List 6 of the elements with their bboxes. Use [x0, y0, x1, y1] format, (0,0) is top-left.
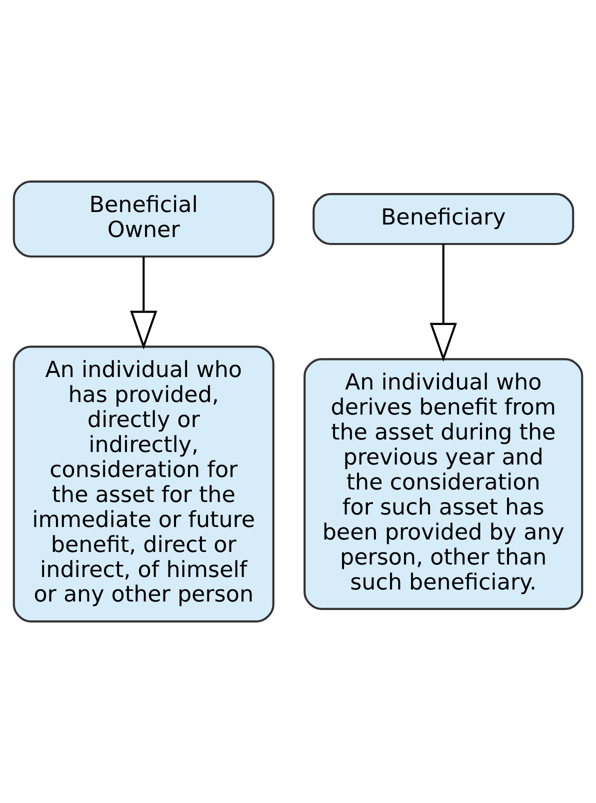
node-box: An individual who has provided, directly or indirectly, consideration for the asset for the immediate or future benefit, direct or indirect, of himself or any other person — [12, 346, 274, 622]
node-box: Beneficial Owner — [12, 180, 274, 258]
node-box: Beneficiary — [312, 193, 574, 246]
arrow — [130, 256, 158, 350]
node-box: An individual who derives benefit from the asset during the previous year and the consideration for such asset has been provided by any person, other than such beneficiary. — [304, 358, 584, 610]
arrow — [430, 244, 457, 362]
